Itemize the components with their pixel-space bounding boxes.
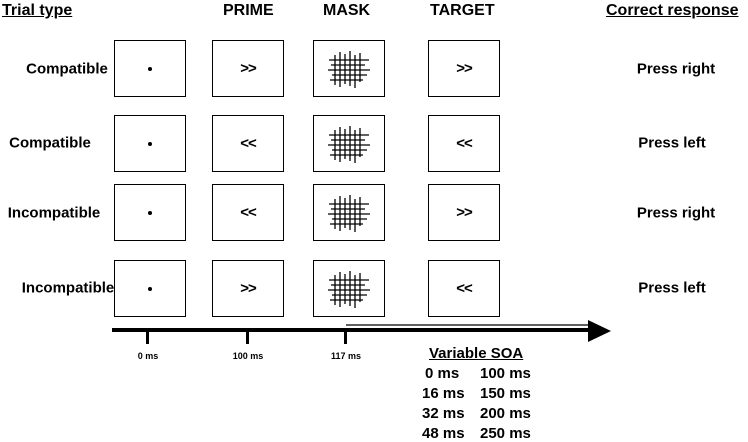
fixation-dot xyxy=(148,286,152,291)
soa-value: 200 ms xyxy=(480,405,531,422)
header-target: TARGET xyxy=(430,2,495,19)
header-mask: MASK xyxy=(323,2,371,19)
row-2-fixation-box xyxy=(114,115,186,172)
row-4-prime-box: >> xyxy=(212,260,284,317)
header-correct-response: Correct response xyxy=(606,2,739,19)
timeline-tick-1 xyxy=(246,328,249,344)
mask-pattern-icon xyxy=(328,270,370,308)
soa-value: 0 ms xyxy=(425,365,460,382)
soa-value: 16 ms xyxy=(422,385,465,402)
mask-pattern-icon xyxy=(328,125,370,163)
soa-value: 100 ms xyxy=(480,365,531,382)
timeline-tick-2 xyxy=(344,328,347,344)
row-2-target-arrows: << xyxy=(456,135,473,152)
timeline-label-2: 117 ms xyxy=(330,351,362,361)
row-2-trial-type: Compatible xyxy=(9,134,91,152)
row-1-target-box: >> xyxy=(428,40,500,97)
row-1-mask-box xyxy=(313,40,385,97)
row-4-trial-type: Incompatible xyxy=(21,279,115,297)
row-3-trial-type: Incompatible xyxy=(7,204,101,222)
row-2-mask-box xyxy=(313,115,385,172)
row-3-target-arrows: >> xyxy=(456,204,473,221)
fixation-dot xyxy=(148,141,152,146)
timeline-tick-0 xyxy=(146,328,149,344)
mask-pattern-icon xyxy=(328,50,370,88)
row-2-prime-box: << xyxy=(212,115,284,172)
soa-value: 150 ms xyxy=(480,385,531,402)
soa-value: 250 ms xyxy=(480,425,531,442)
row-4-mask-box xyxy=(313,260,385,317)
soa-value: 48 ms xyxy=(422,425,465,442)
row-2-target-box: << xyxy=(428,115,500,172)
row-1-prime-box: >> xyxy=(212,40,284,97)
header-trial-type: Trial type xyxy=(2,2,73,19)
row-3-response: Press right xyxy=(636,204,716,222)
row-1-response: Press right xyxy=(636,60,716,78)
row-3-mask-box xyxy=(313,184,385,241)
row-3-prime-box: << xyxy=(212,184,284,241)
row-3-prime-arrows: << xyxy=(240,204,257,221)
timeline-label-0: 0 ms xyxy=(137,351,159,361)
row-1-trial-type: Compatible xyxy=(26,60,108,78)
row-1-target-arrows: >> xyxy=(456,60,473,77)
row-2-response: Press left xyxy=(638,134,706,152)
soa-value: 32 ms xyxy=(422,405,465,422)
row-2-prime-arrows: << xyxy=(240,135,257,152)
row-1-fixation-box xyxy=(114,40,186,97)
row-3-fixation-box xyxy=(114,184,186,241)
row-4-target-box: << xyxy=(428,260,500,317)
row-4-response: Press left xyxy=(638,279,706,297)
header-prime: PRIME xyxy=(223,2,274,19)
row-4-target-arrows: << xyxy=(456,280,473,297)
mask-pattern-icon xyxy=(328,194,370,232)
timeline-label-1: 100 ms xyxy=(232,351,264,361)
soa-title: Variable SOA xyxy=(429,345,524,362)
row-4-fixation-box xyxy=(114,260,186,317)
fixation-dot xyxy=(148,66,152,71)
fixation-dot xyxy=(148,210,152,215)
row-1-prime-arrows: >> xyxy=(240,60,257,77)
row-4-prime-arrows: >> xyxy=(240,280,257,297)
row-3-target-box: >> xyxy=(428,184,500,241)
